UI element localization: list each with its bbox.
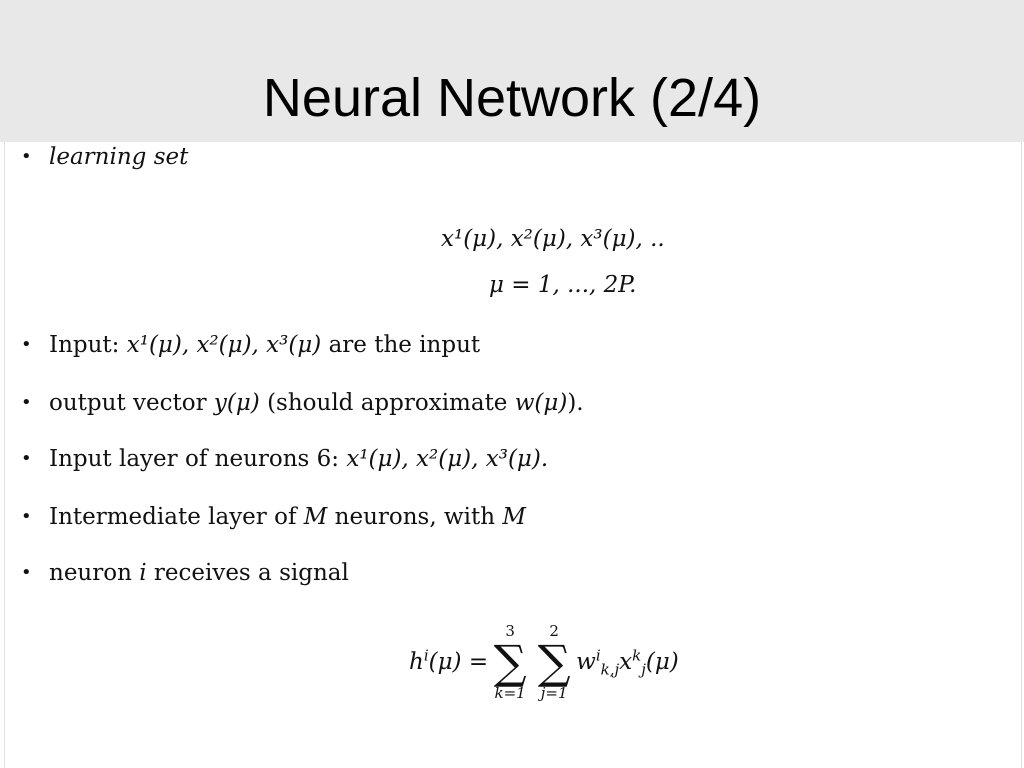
title-bar (0, 0, 1024, 142)
eq-x: x (619, 649, 633, 675)
slide-content: • learning set x¹(μ), x²(μ), x³(μ), .. μ … (4, 142, 1022, 768)
bullet-icon: • (21, 146, 32, 167)
learning-set-equation-2: μ = 1, ..., 2P. (489, 272, 637, 298)
output-math-y: y(μ) (213, 390, 260, 416)
bullet-output: •output vector y(μ) (should approximate … (21, 388, 584, 418)
sum-j: 2 ∑ j=1 (532, 622, 576, 702)
eq-h-sup: i (423, 646, 429, 665)
eq-x-sub: j (641, 660, 646, 679)
bullet-icon: • (21, 506, 32, 527)
sum-k-upper: 3 (505, 622, 515, 640)
layer-math: x¹(μ), x²(μ), x³(μ). (346, 446, 549, 472)
eq-w-sub: k,j (600, 660, 620, 679)
bullet-neuron-signal: • neuron i receives a signal (21, 558, 349, 588)
sum-k: 3 ∑ k=1 (488, 622, 532, 702)
learning-set-equation-1: x¹(μ), x²(μ), x³(μ), .. (441, 226, 665, 252)
output-math-w: w(μ) (514, 390, 568, 416)
inter-m1: M (303, 504, 328, 530)
output-suffix: ). (567, 390, 584, 416)
neuron-i: i (139, 560, 147, 586)
eq-x-sup: k (632, 646, 642, 665)
signal-equation: hi(μ) = 3 ∑ k=1 2 ∑ j=1 wik,jxkj(μ) (409, 622, 679, 702)
bullet-icon: • (21, 334, 32, 355)
neuron-suffix: receives a signal (146, 560, 349, 586)
eq-rhs-arg: (μ) (645, 649, 679, 675)
bullet-icon: • (21, 562, 32, 583)
eq-w-sup: i (595, 646, 601, 665)
eq-rhs: wik,jxkj(μ) (576, 646, 679, 677)
bullet-icon: • (21, 392, 32, 413)
eq-lhs: hi(μ) = (409, 646, 489, 675)
sum-k-lower: k=1 (494, 684, 526, 702)
bullet-intermediate-layer: • Intermediate layer of M neurons, with M (21, 502, 526, 532)
bullet-input-layer: • Input layer of neurons 6: x¹(μ), x²(μ),… (21, 444, 548, 474)
learning-set-text: learning set (49, 144, 189, 170)
input-math: x¹(μ), x²(μ), x³(μ) (126, 332, 322, 358)
sum-j-lower: j=1 (540, 684, 568, 702)
eq-w: w (576, 649, 596, 675)
sigma-k: ∑ (493, 635, 527, 689)
neuron-prefix: neuron (49, 560, 140, 586)
input-prefix: Input: (49, 332, 127, 358)
bullet-icon: • (21, 448, 32, 469)
eq-lhs-arg: (μ) = (428, 649, 489, 675)
inter-m2: M (502, 504, 526, 530)
inter-prefix: Intermediate layer of (49, 504, 304, 530)
output-prefix: output vector (49, 390, 214, 416)
slide-title: Neural Network (2/4) (262, 68, 762, 128)
layer-prefix: Input layer of neurons 6: (49, 446, 347, 472)
sigma-j: ∑ (537, 635, 571, 689)
inter-mid: neurons, with (327, 504, 503, 530)
bullet-input: • Input: x¹(μ), x²(μ), x³(μ) are the inpu… (21, 330, 480, 360)
input-suffix: are the input (321, 332, 481, 358)
eq-h: h (409, 649, 424, 675)
sum-j-upper: 2 (549, 622, 559, 640)
bullet-learning-set: • learning set (21, 142, 188, 172)
output-mid: (should approximate (259, 390, 515, 416)
